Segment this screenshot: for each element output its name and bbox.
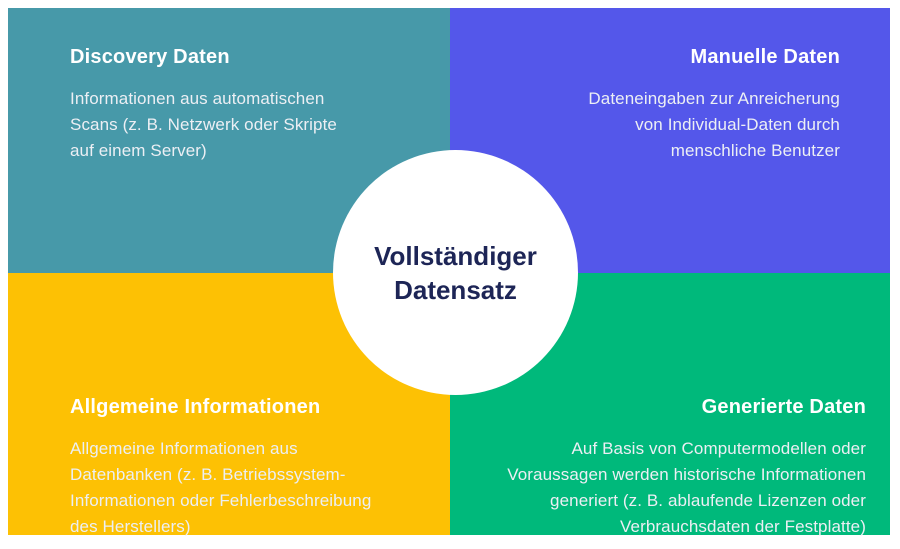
quadrant-content: Discovery Daten Informationen aus automa… [70, 45, 390, 164]
quadrant-content: Generierte Daten Auf Basis von Computerm… [450, 395, 866, 540]
quadrant-content: Allgemeine Informationen Allgemeine Info… [70, 395, 415, 540]
center-label: Vollständiger Datensatz [374, 240, 537, 305]
quadrant-body-allgemeine-informationen: Allgemeine Informationen aus Datenbanken… [70, 439, 372, 536]
quadrant-discovery-daten: Discovery Daten Informationen aus automa… [8, 8, 450, 273]
quadrant-title-allgemeine-informationen: Allgemeine Informationen [70, 396, 321, 418]
quadrant-title-discovery-daten: Discovery Daten [70, 46, 230, 68]
center-circle: Vollständiger Datensatz [333, 150, 578, 395]
quadrant-generierte-daten: Generierte Daten Auf Basis von Computerm… [450, 273, 890, 536]
quadrant-body-manuelle-daten: Dateneingaben zur Anreicherung von Indiv… [588, 89, 840, 160]
quadrant-title-manuelle-daten: Manuelle Daten [690, 46, 840, 68]
quadrant-content: Manuelle Daten Dateneingaben zur Anreich… [500, 45, 840, 164]
quadrant-body-discovery-daten: Informationen aus automatischen Scans (z… [70, 89, 337, 160]
quadrant-body-generierte-daten: Auf Basis von Computermodellen oder Vora… [507, 439, 866, 536]
quadrant-title-generierte-daten: Generierte Daten [701, 396, 866, 418]
